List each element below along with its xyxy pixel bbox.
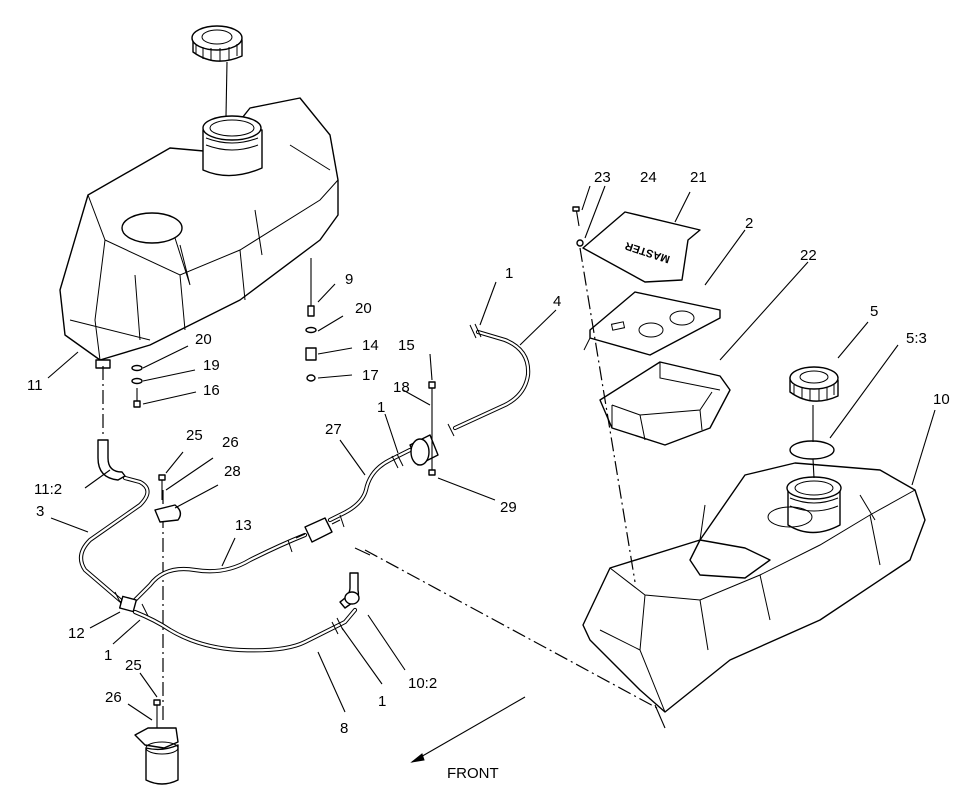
callout-15: 15: [398, 337, 415, 354]
hardware-stack-right: [305, 258, 317, 382]
leader-lines: [47, 185, 936, 721]
front-arrow: [410, 696, 526, 763]
callout-1-tee: 1: [104, 647, 112, 664]
callout-16: 16: [203, 382, 220, 399]
callout-26-upper: 26: [222, 434, 239, 451]
callout-14: 14: [362, 337, 379, 354]
callout-28: 28: [224, 463, 241, 480]
callout-1-bottom: 1: [378, 693, 386, 710]
callout-25-upper: 25: [186, 427, 203, 444]
callout-17: 17: [362, 367, 379, 384]
fuel-filter: [295, 517, 341, 543]
callout-11: 11: [27, 377, 43, 394]
elbow-11-2: [97, 439, 126, 481]
shutoff-valve: [409, 381, 439, 476]
callout-12: 12: [68, 625, 85, 642]
callout-29: 29: [500, 499, 517, 516]
callout-10: 10: [933, 391, 950, 408]
callout-24: 24: [640, 169, 657, 186]
fuel-filter-canister: [134, 699, 179, 785]
callouts: 23 24 21 2 22 1 4 9 20 14 17 20 19 16 11…: [27, 169, 950, 782]
callout-5: 5: [870, 303, 878, 320]
callout-9: 9: [345, 271, 353, 288]
right-fuel-tank: [582, 366, 926, 713]
front-label: FRONT: [447, 765, 499, 782]
callout-11-2: 11:2: [34, 481, 62, 498]
hardware-stack-left: [131, 364, 143, 408]
callout-1-valve: 1: [377, 399, 385, 416]
callout-25-lower: 25: [125, 657, 142, 674]
callout-1-top: 1: [505, 265, 513, 282]
decal-plate-21: MASTER: [582, 211, 701, 283]
callout-21: 21: [690, 169, 707, 186]
callout-5-3: 5:3: [906, 330, 927, 347]
fuel-cap-upper: [191, 25, 243, 62]
callout-20-right: 20: [355, 300, 372, 317]
callout-23: 23: [594, 169, 611, 186]
screw-23: [572, 206, 580, 227]
cup-holder-22: [599, 361, 731, 446]
rivet-24: [576, 239, 584, 247]
callout-22: 22: [800, 247, 817, 264]
elbow-10-2: [339, 572, 360, 609]
fuel-cap-right: [789, 366, 839, 402]
callout-4: 4: [553, 293, 561, 310]
tee-fitting-12: [118, 595, 138, 613]
callout-18: 18: [393, 379, 410, 396]
callout-10-2: 10:2: [408, 675, 437, 692]
callout-20-left: 20: [195, 331, 212, 348]
callout-8: 8: [340, 720, 348, 737]
callout-26-lower: 26: [105, 689, 122, 706]
clip-28: [154, 474, 182, 523]
callout-27: 27: [325, 421, 342, 438]
mounting-plate-2: [583, 291, 721, 356]
callout-13: 13: [235, 517, 252, 534]
left-fuel-tank: [59, 25, 339, 369]
callout-19: 19: [203, 357, 220, 374]
hose-clamps: [114, 323, 482, 635]
callout-2: 2: [745, 215, 753, 232]
callout-3: 3: [36, 503, 44, 520]
